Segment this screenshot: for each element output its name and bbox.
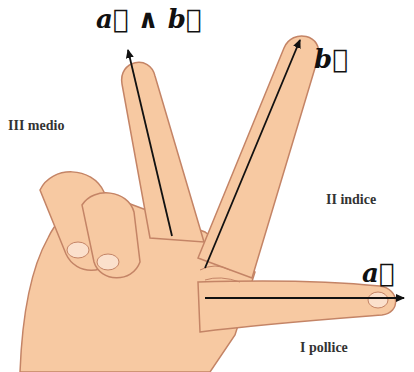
- cross-product-label: a⃗ ∧ b⃗: [96, 4, 201, 35]
- fingernail: [67, 242, 89, 258]
- finger-label: III medio: [8, 118, 64, 134]
- fingernail: [97, 254, 119, 270]
- vector-label: b⃗: [314, 44, 348, 75]
- cross-product-arrow: [128, 50, 172, 236]
- vector-b-arrow: [205, 40, 300, 268]
- vector-a-arrow: [205, 297, 404, 299]
- fingernail: [368, 292, 388, 308]
- pinky-finger: [82, 193, 140, 278]
- index-finger: [198, 36, 319, 278]
- skin-crease: [205, 278, 240, 282]
- thumb: [198, 281, 396, 332]
- skin-crease: [200, 266, 230, 270]
- finger-label: I pollice: [300, 340, 348, 356]
- vector-label: a⃗: [362, 258, 394, 289]
- finger-label: II indice: [326, 192, 376, 208]
